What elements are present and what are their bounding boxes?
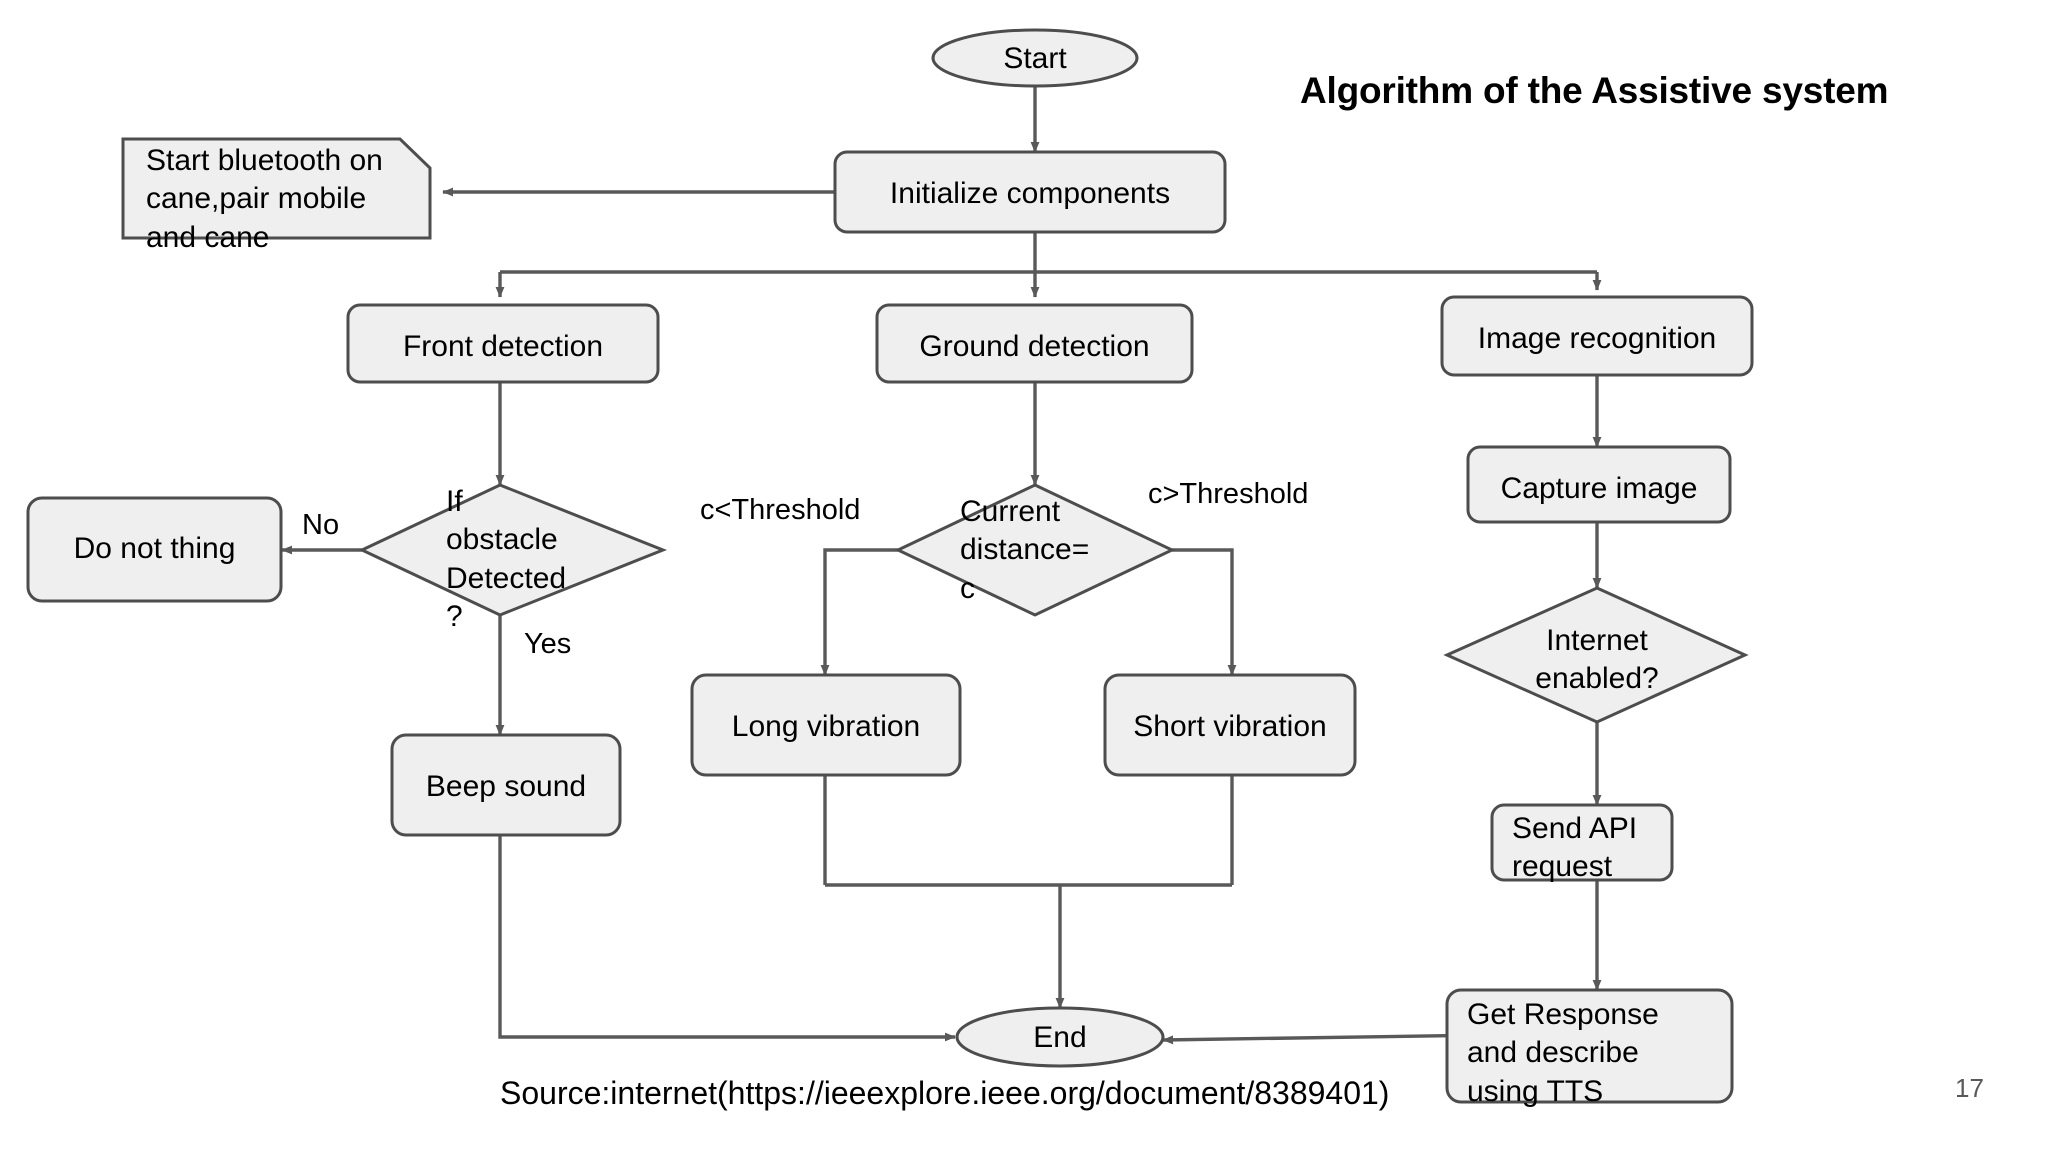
- node-init-shape[interactable]: [833, 150, 1227, 234]
- node-obstacle-shape[interactable]: [358, 483, 668, 617]
- edge-label-above-threshold: c>Threshold: [1148, 478, 1309, 510]
- edge-distance-to-longvib: [820, 548, 898, 676]
- edge-label-no: No: [302, 509, 340, 541]
- node-ground-shape[interactable]: [875, 303, 1194, 384]
- node-longvib-shape[interactable]: [690, 673, 962, 777]
- node-beep-shape[interactable]: [390, 733, 622, 837]
- edge-label-yes: Yes: [524, 628, 572, 660]
- node-shortvib-shape[interactable]: [1103, 673, 1357, 777]
- source-note: Source:internet(https://ieeexplore.ieee.…: [500, 1075, 1390, 1111]
- page-number: 17: [1955, 1073, 1984, 1103]
- node-note-shape[interactable]: [121, 137, 432, 240]
- node-sendapi-shape[interactable]: [1490, 803, 1674, 882]
- edge-beep-to-end: [498, 835, 956, 1042]
- node-donothing-shape[interactable]: [26, 496, 283, 603]
- node-front-shape[interactable]: [346, 303, 660, 384]
- node-internet-shape[interactable]: [1443, 586, 1749, 724]
- node-start-shape[interactable]: [931, 28, 1139, 88]
- node-getresponse-shape[interactable]: [1445, 988, 1734, 1104]
- node-distance-shape[interactable]: [894, 483, 1176, 617]
- edge-label-below-threshold: c<Threshold: [700, 494, 861, 526]
- edge-distance-to-shortvib: [1172, 548, 1237, 676]
- node-imagerec-shape[interactable]: [1440, 295, 1754, 377]
- page-title: Algorithm of the Assistive system: [1300, 70, 1889, 111]
- node-end-shape[interactable]: [955, 1006, 1165, 1068]
- node-capture-shape[interactable]: [1466, 445, 1732, 524]
